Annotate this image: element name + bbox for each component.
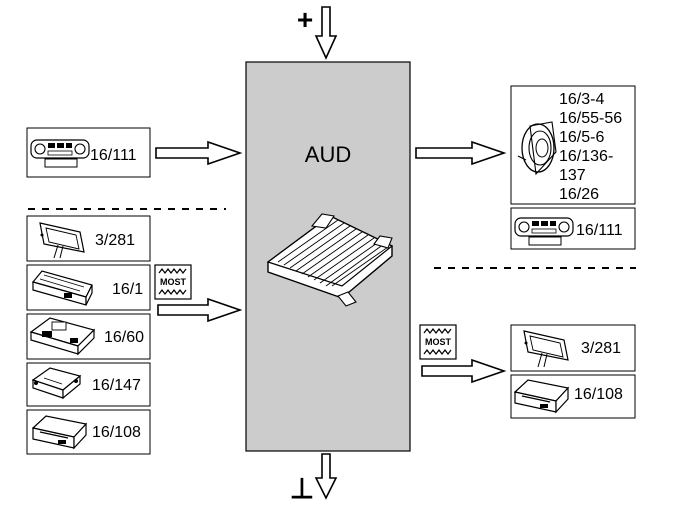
speaker-icon	[517, 121, 557, 176]
speaker-code-4: 16/136-	[559, 148, 613, 165]
arrow-speaker-output	[415, 140, 507, 166]
component-box-16-1[interactable]: 16/1	[26, 264, 151, 311]
control-module-icon	[31, 367, 82, 400]
component-box-16-108-right[interactable]: 16/108	[510, 374, 636, 419]
ground-label: ⊥	[290, 473, 314, 504]
navigation-unit-icon	[29, 317, 96, 356]
component-code: 16/108	[574, 386, 623, 403]
power-in-arrow	[314, 6, 338, 60]
component-box-speakers[interactable]: 16/3-4 16/55-56 16/5-6 16/136- 137 16/26	[510, 85, 636, 205]
arrow-power-input	[155, 140, 243, 166]
display-screen-icon	[523, 330, 569, 368]
amplifier-icon	[266, 213, 394, 307]
component-code: 3/281	[581, 340, 621, 357]
media-player-icon	[31, 415, 88, 450]
amplifier-label: AUD	[305, 142, 351, 167]
component-box-16-147[interactable]: 16/147	[26, 362, 151, 407]
arrow-most-input	[157, 297, 243, 323]
most-tag-label: MOST	[425, 337, 452, 347]
speaker-code-5: 137	[559, 167, 586, 184]
ground-arrow	[314, 453, 338, 500]
component-box-16-111-left[interactable]: 16/111	[26, 127, 151, 178]
component-code: 16/111	[576, 222, 623, 239]
component-box-16-60[interactable]: 16/60	[26, 313, 151, 360]
radio-unit-icon	[31, 270, 93, 306]
display-screen-icon	[39, 222, 85, 259]
most-bus-tag-output: MOST	[419, 324, 457, 360]
power-plus-label: +	[297, 4, 313, 35]
speaker-code-1: 16/3-4	[559, 91, 604, 108]
media-player-icon	[513, 379, 570, 414]
component-code: 16/1	[112, 281, 143, 298]
component-box-3-281-left[interactable]: 3/281	[26, 215, 151, 262]
speaker-code-2: 16/55-56	[559, 110, 622, 127]
component-code: 16/60	[104, 329, 144, 346]
component-box-16-111-right[interactable]: 16/111	[510, 207, 636, 250]
component-code: 3/281	[95, 232, 135, 249]
component-code: 16/111	[90, 147, 137, 164]
speaker-code-3: 16/5-6	[559, 129, 604, 146]
component-box-3-281-right[interactable]: 3/281	[510, 324, 636, 372]
component-code: 16/147	[92, 377, 141, 394]
arrow-most-output	[421, 358, 507, 384]
most-bus-tag-input: MOST	[154, 264, 192, 300]
speaker-code-6: 16/26	[559, 186, 599, 203]
climate-panel-icon	[514, 217, 574, 246]
most-tag-label: MOST	[160, 277, 187, 287]
climate-panel-icon	[30, 139, 90, 168]
component-code: 16/108	[92, 424, 141, 441]
component-box-16-108-left[interactable]: 16/108	[26, 409, 151, 455]
